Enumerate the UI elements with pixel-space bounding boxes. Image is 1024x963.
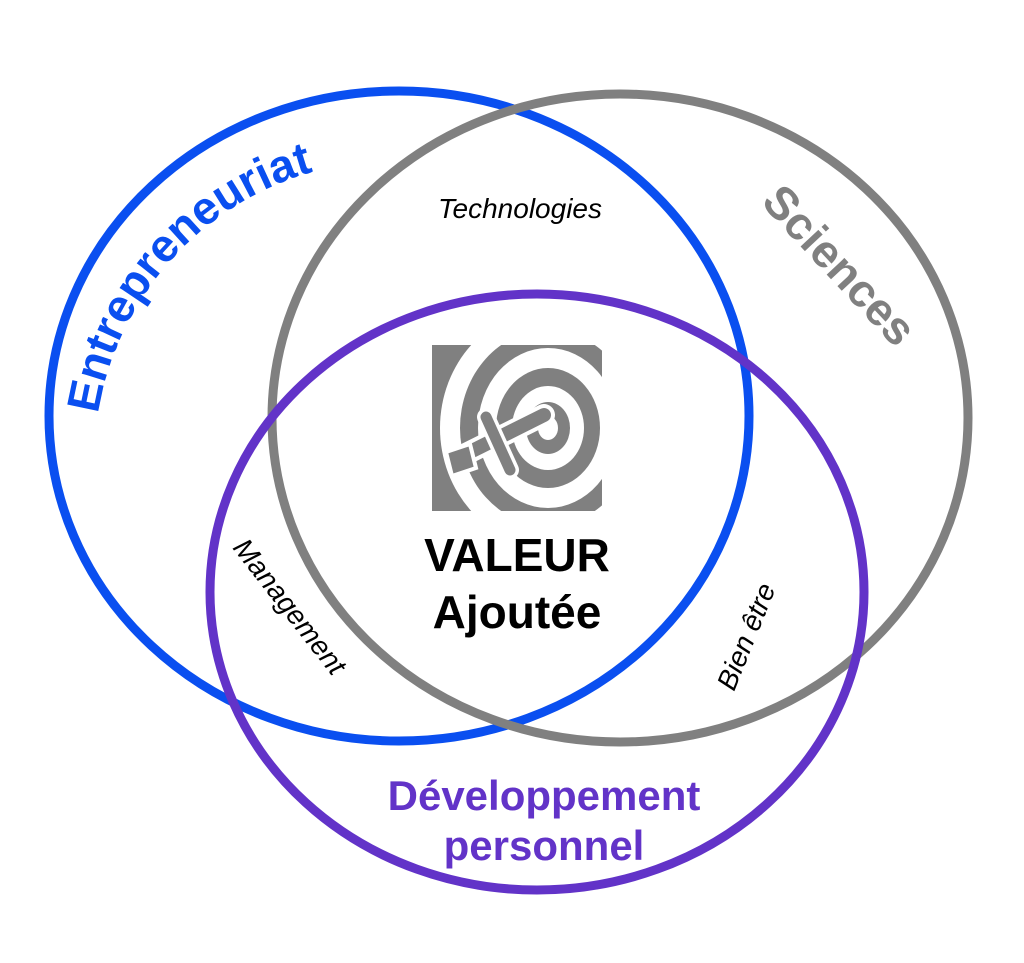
developpement-label-line2: personnel <box>444 822 645 869</box>
target-dart-icon <box>432 345 602 511</box>
sciences-label: Sciences <box>753 174 927 355</box>
entrepreneuriat-circle <box>44 86 754 746</box>
developpement-circle <box>205 289 869 895</box>
center-subtitle: Ajoutée <box>433 586 602 638</box>
bien-etre-label: Bien être <box>711 579 782 695</box>
developpement-label-line1: Développement <box>388 772 701 819</box>
technologies-label: Technologies <box>438 193 602 224</box>
sciences-circle <box>267 89 973 747</box>
center-title: VALEUR <box>424 529 610 581</box>
